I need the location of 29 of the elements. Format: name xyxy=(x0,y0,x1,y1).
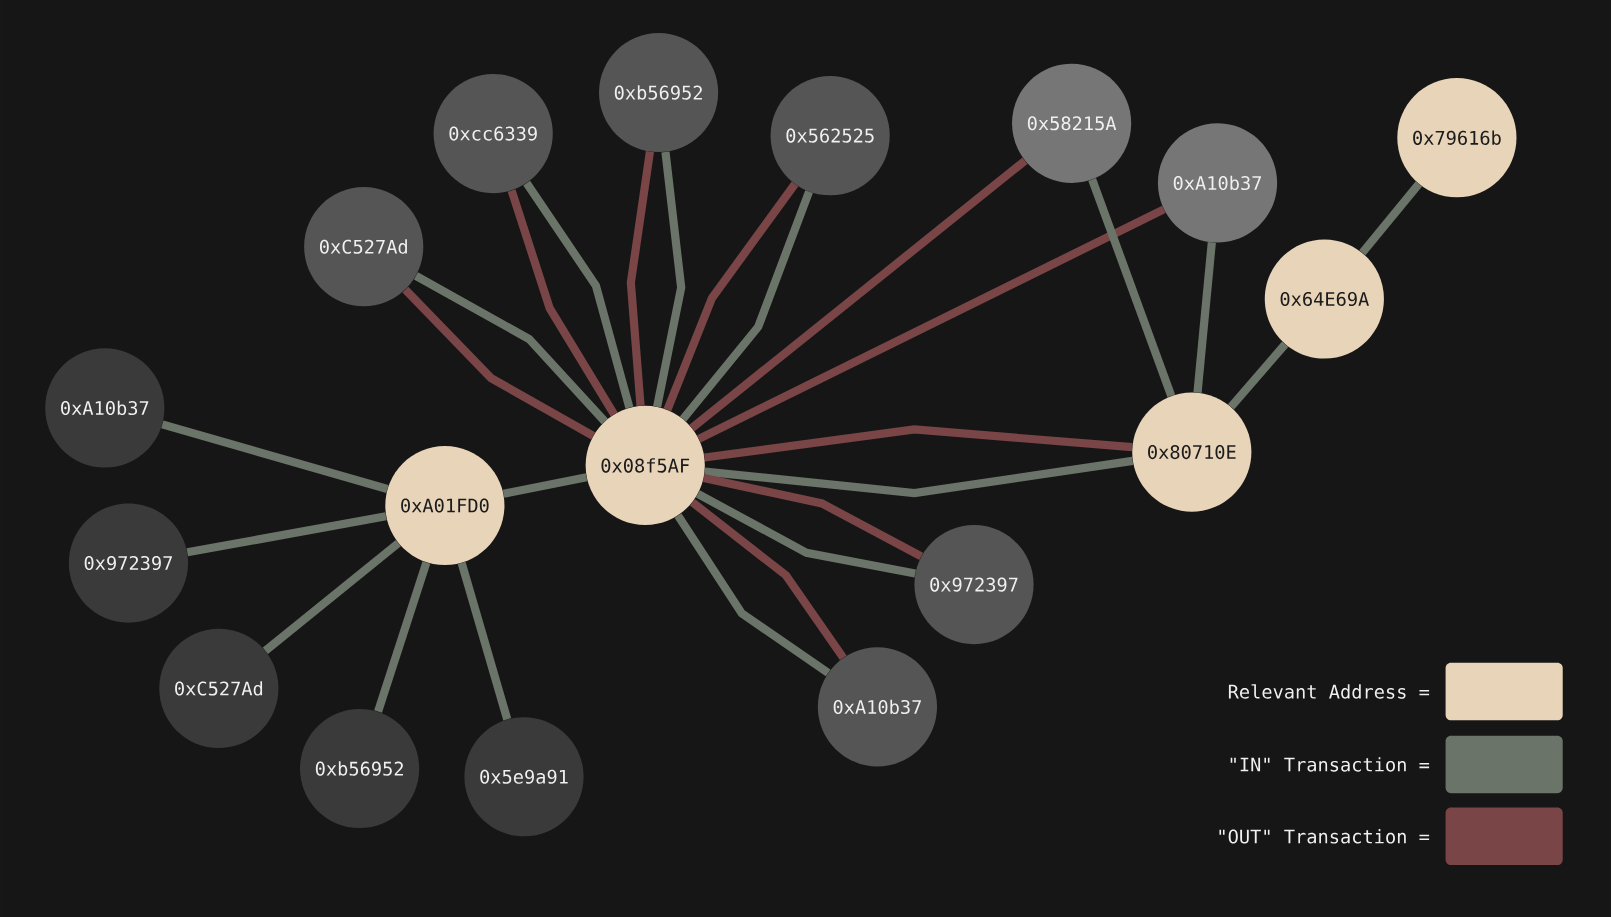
connector-line xyxy=(689,157,1028,431)
connector-line xyxy=(402,286,596,440)
connector-line xyxy=(502,472,588,498)
legend-label: "OUT" Transaction = xyxy=(1219,828,1430,844)
connector-line xyxy=(695,490,916,578)
connector-line xyxy=(679,189,813,422)
legend-label: Relevant Address = xyxy=(1228,683,1430,699)
connector-line xyxy=(457,561,512,721)
legend-label: "IN" Transaction = xyxy=(1230,756,1430,772)
connector-line xyxy=(523,180,634,409)
connector-line xyxy=(1193,241,1216,393)
connector-line xyxy=(374,560,431,713)
connector-line xyxy=(161,420,389,493)
connector-line xyxy=(1088,177,1176,398)
connector-line xyxy=(704,456,1134,498)
connector-line xyxy=(702,473,924,560)
connector-line xyxy=(674,513,831,677)
connector-line xyxy=(413,271,608,424)
connector-line xyxy=(653,151,686,408)
connector-line xyxy=(507,189,618,417)
connector-line xyxy=(626,150,654,406)
connector-line xyxy=(262,539,401,654)
connector-line xyxy=(1359,181,1423,256)
connector-line xyxy=(689,498,847,660)
connector-line xyxy=(186,511,387,557)
connector-line xyxy=(663,181,799,412)
connector-line xyxy=(697,205,1166,443)
connector-line xyxy=(1227,341,1289,410)
connector-line xyxy=(704,425,1133,462)
